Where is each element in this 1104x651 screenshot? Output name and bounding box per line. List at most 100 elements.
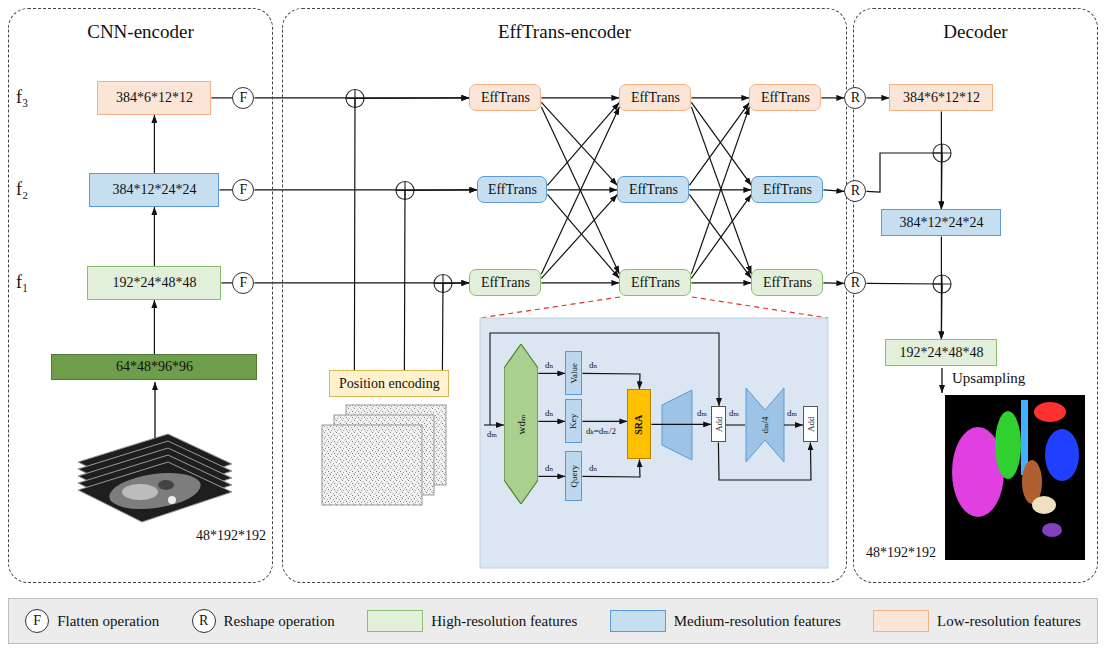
node-text: Add — [805, 417, 815, 433]
upsampling-arrow — [941, 368, 942, 393]
connector — [689, 102, 749, 185]
connector — [867, 283, 943, 339]
dimension-label: dₙ — [589, 360, 597, 370]
connector — [823, 190, 844, 192]
feature-level-label: f₂ — [16, 179, 28, 200]
connector — [541, 282, 619, 283]
dimension-label: dₘ — [487, 429, 497, 439]
node-text: F — [239, 182, 247, 198]
operation-circle: R — [844, 87, 866, 109]
feature-level-label: f₁ — [16, 272, 28, 293]
node-text: Query — [569, 465, 579, 488]
panel-heading: Decoder — [943, 21, 1007, 43]
linear-hexagon: wdₘ — [504, 344, 538, 504]
legend-item: Low-resolution features — [873, 610, 1081, 632]
efftrans-block: EffTrans — [751, 269, 823, 296]
node-text: Key — [569, 414, 579, 429]
attention-part-box: Add — [711, 406, 725, 442]
node-text: 192*24*48*48 — [899, 345, 983, 361]
connector — [582, 421, 627, 422]
efftrans-block: EffTrans — [469, 269, 541, 296]
connector — [691, 102, 751, 185]
connector — [538, 421, 565, 422]
dimension-label: dₙ — [545, 408, 553, 418]
position-encoding-maps — [322, 405, 446, 505]
connector — [538, 476, 565, 477]
dimension-label: dₙ — [545, 463, 553, 473]
efftrans-block: EffTrans — [477, 176, 547, 203]
module-panel: CNN-encoder384*6*12*12384*12*24*24192*24… — [8, 8, 273, 583]
attention-part-box: Key — [565, 399, 582, 443]
operation-circle: F — [232, 87, 254, 109]
dimension-label: 48*192*192 — [866, 545, 936, 561]
connector — [691, 282, 751, 283]
connector — [354, 98, 469, 371]
node-text: EffTrans — [631, 90, 680, 106]
legend-text: High-resolution features — [431, 613, 577, 630]
node-text: F — [239, 275, 247, 291]
connector — [547, 189, 617, 190]
legend-item: High-resolution features — [367, 610, 577, 632]
node-text: SRA — [634, 414, 646, 434]
dimension-label: dₘ/4 — [760, 416, 770, 433]
node-text: EffTrans — [488, 182, 537, 198]
node-text: 384*6*12*12 — [116, 90, 193, 106]
connector — [547, 194, 619, 278]
legend-item: FFlatten operation — [25, 609, 159, 633]
node-text: wdₘ — [515, 414, 528, 434]
legend-symbol: R — [192, 609, 216, 633]
legend-swatch — [367, 610, 423, 632]
connector — [689, 194, 751, 278]
connector — [538, 373, 565, 374]
connector — [541, 107, 619, 274]
connector — [541, 107, 619, 274]
ct-slice-stack — [78, 434, 232, 522]
attention-part-box: Value — [565, 351, 582, 395]
efftrans-block: EffTrans — [749, 84, 821, 111]
dimension-label: dₙ — [545, 360, 553, 370]
connector — [541, 97, 619, 98]
dimension-label: dₘ — [729, 408, 739, 418]
sum-symbols — [346, 90, 951, 294]
connector — [154, 115, 155, 173]
module-panel: EffTrans-encoderEffTransEffTransEffTrans… — [282, 8, 847, 583]
efftrans-block: EffTrans — [469, 84, 541, 111]
connector — [582, 459, 640, 477]
connector — [651, 424, 711, 425]
node-text: EffTrans — [481, 90, 530, 106]
connector — [404, 190, 477, 371]
dimension-label: dₘ — [697, 408, 707, 418]
efftrans-block: EffTrans — [617, 176, 689, 203]
legend-swatch — [610, 610, 666, 632]
legend-swatch — [873, 610, 929, 632]
node-text: F — [239, 90, 247, 106]
node-text: R — [851, 275, 860, 291]
connector — [221, 282, 232, 283]
connector — [691, 97, 749, 98]
node-text: Value — [569, 363, 579, 384]
feature-box: 384*12*24*24 — [881, 209, 1001, 236]
connector — [442, 283, 469, 371]
feature-box: 192*24*48*48 — [885, 339, 997, 366]
node-text: Position encoding — [339, 376, 440, 392]
node-text: 384*6*12*12 — [903, 90, 980, 106]
connector — [821, 97, 844, 98]
symbol-letter: R — [199, 613, 208, 629]
connector — [823, 282, 844, 284]
legend-symbol: F — [25, 609, 49, 633]
operation-circle: F — [232, 272, 254, 294]
node-text: EffTrans — [763, 182, 812, 198]
connector — [718, 442, 811, 480]
segmentation-output — [945, 395, 1085, 560]
zoom-leaders — [480, 297, 828, 318]
connector — [867, 97, 890, 98]
feature-box: 64*48*96*96 — [51, 354, 257, 380]
feature-box: 384*12*24*24 — [89, 173, 219, 207]
efftrans-block: EffTrans — [751, 176, 823, 203]
legend-item: Medium-resolution features — [610, 610, 841, 632]
panel-heading: EffTrans-encoder — [498, 21, 631, 43]
operation-circle: R — [844, 272, 866, 294]
dimension-label: 48*192*192 — [196, 528, 266, 544]
connector — [541, 194, 617, 278]
attention-part-box: SRA — [627, 389, 651, 459]
